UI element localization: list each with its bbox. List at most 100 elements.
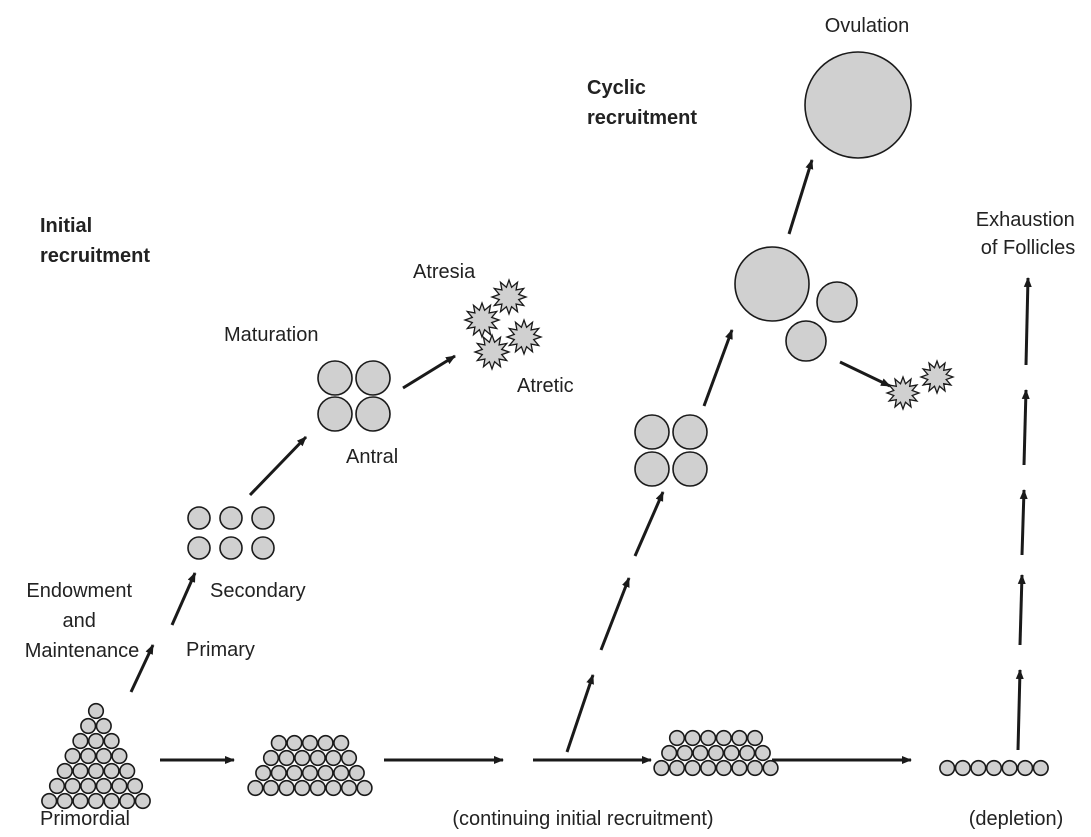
follicle-icon [668,729,686,747]
antral-follicle-icon [317,360,353,396]
arrow-icon [633,491,665,557]
arrows [129,159,1032,764]
arrow-icon [839,360,891,388]
exhaustion-label: Exhaustion of Follicles [976,209,1081,259]
follicle-icon [1017,759,1034,777]
atretic-follicle-icon [473,333,511,371]
secondary-label: Secondary [210,580,306,602]
follicle-icon [746,759,764,777]
follicle-icon [95,747,112,765]
follicle-icon [309,749,326,767]
follicle-icon [731,759,748,777]
secondary-follicles [187,506,275,560]
follicle-icon [746,729,764,747]
follicle-icon [731,729,748,747]
arrow-icon [565,674,595,753]
arrow-icon [248,435,308,497]
follicle-icon [286,734,303,752]
follicle-icon [970,759,987,777]
atretic-follicle-icon [885,375,921,411]
atretic-follicle-icon [919,359,955,395]
atretic-label: Atretic [517,375,574,397]
atresia-label: Atresia [413,261,476,283]
primary-label: Primary [186,639,255,661]
secondary-follicle-icon [251,536,275,560]
follicle-icon [1001,759,1018,777]
follicle-icon [754,744,771,762]
arrow-icon [702,329,734,407]
follicle-icon [80,747,97,765]
secondary-follicle-icon [219,536,243,560]
atretic-follicle-icon [463,301,501,339]
follicle-icon [939,759,956,777]
antral-follicle-icon [355,396,391,432]
secondary-follicle-icon [187,536,211,560]
subordinate-follicle-icon [816,281,858,323]
secondary-follicle-icon [187,506,211,530]
antral-follicles [317,360,391,432]
follicle-icon [48,777,66,795]
follicle-icon [762,759,779,777]
follicle-icon [309,779,326,797]
follicle-icon [684,729,701,747]
follicle-icon [278,779,295,797]
arrow-icon [1021,389,1030,466]
follicle-icon [72,762,89,780]
follicle-icon [333,734,350,752]
arrow-icon [1019,489,1028,556]
follicle-icon [294,749,311,767]
follicle-icon [41,792,58,810]
follicle-icon [723,744,740,762]
arrow-icon [170,572,197,626]
follicle-icon [270,764,287,782]
atretic-follicles-initial [463,278,543,371]
continuing-recruitment-label: (continuing initial recruitment) [452,808,713,830]
follicle-icon [700,729,717,747]
cyclic-recruitment-label: Cyclic recruitment [587,77,697,129]
primordial-label: Primordial [40,808,130,830]
follicle-icon [985,759,1003,777]
follicle-icon [333,764,350,782]
follicle-icon [119,762,136,780]
follicle-row-depleted [939,759,1049,777]
antral-follicle-icon [672,451,708,487]
atretic-follicles-cyclic [885,359,955,411]
follicle-icon [739,744,756,762]
maturation-label: Maturation [224,324,319,346]
follicle-icon [87,702,105,720]
ovulatory-follicle-icon [804,51,912,159]
antral-label: Antral [346,446,398,468]
secondary-follicle-icon [251,506,275,530]
follicle-icon [325,749,342,767]
follicle-icon [95,777,112,795]
follicle-icon [56,762,73,780]
follicle-icon [72,732,89,750]
follicle-icon [111,747,128,765]
follicle-icon [348,764,365,782]
arrow-icon [787,159,814,235]
depletion-label: (depletion) [969,808,1064,830]
arrow-icon [599,577,631,651]
primordial-follicle-pile [41,702,151,810]
follicle-icon [278,749,295,767]
antral-follicle-icon [634,414,670,450]
arrow-icon [1023,277,1032,366]
subordinate-follicle-icon [785,320,827,362]
follicle-icon [340,749,358,767]
arrow-icon [129,644,155,693]
follicle-icon [715,759,732,777]
follicle-icon [103,732,120,750]
antral-follicle-icon [634,451,670,487]
follicle-icon [80,717,97,735]
follicle-icon [56,792,73,810]
preovulatory-follicles [734,246,858,362]
ovulatory-follicle [804,51,912,159]
follicle-icon [715,729,732,747]
follicle-icon [676,744,693,762]
follicle-icon [134,792,151,810]
follicle-icon [95,717,112,735]
follicle-icon [301,734,319,752]
initial-recruitment-label: Initial recruitment [40,215,150,267]
antral-follicle-icon [672,414,708,450]
